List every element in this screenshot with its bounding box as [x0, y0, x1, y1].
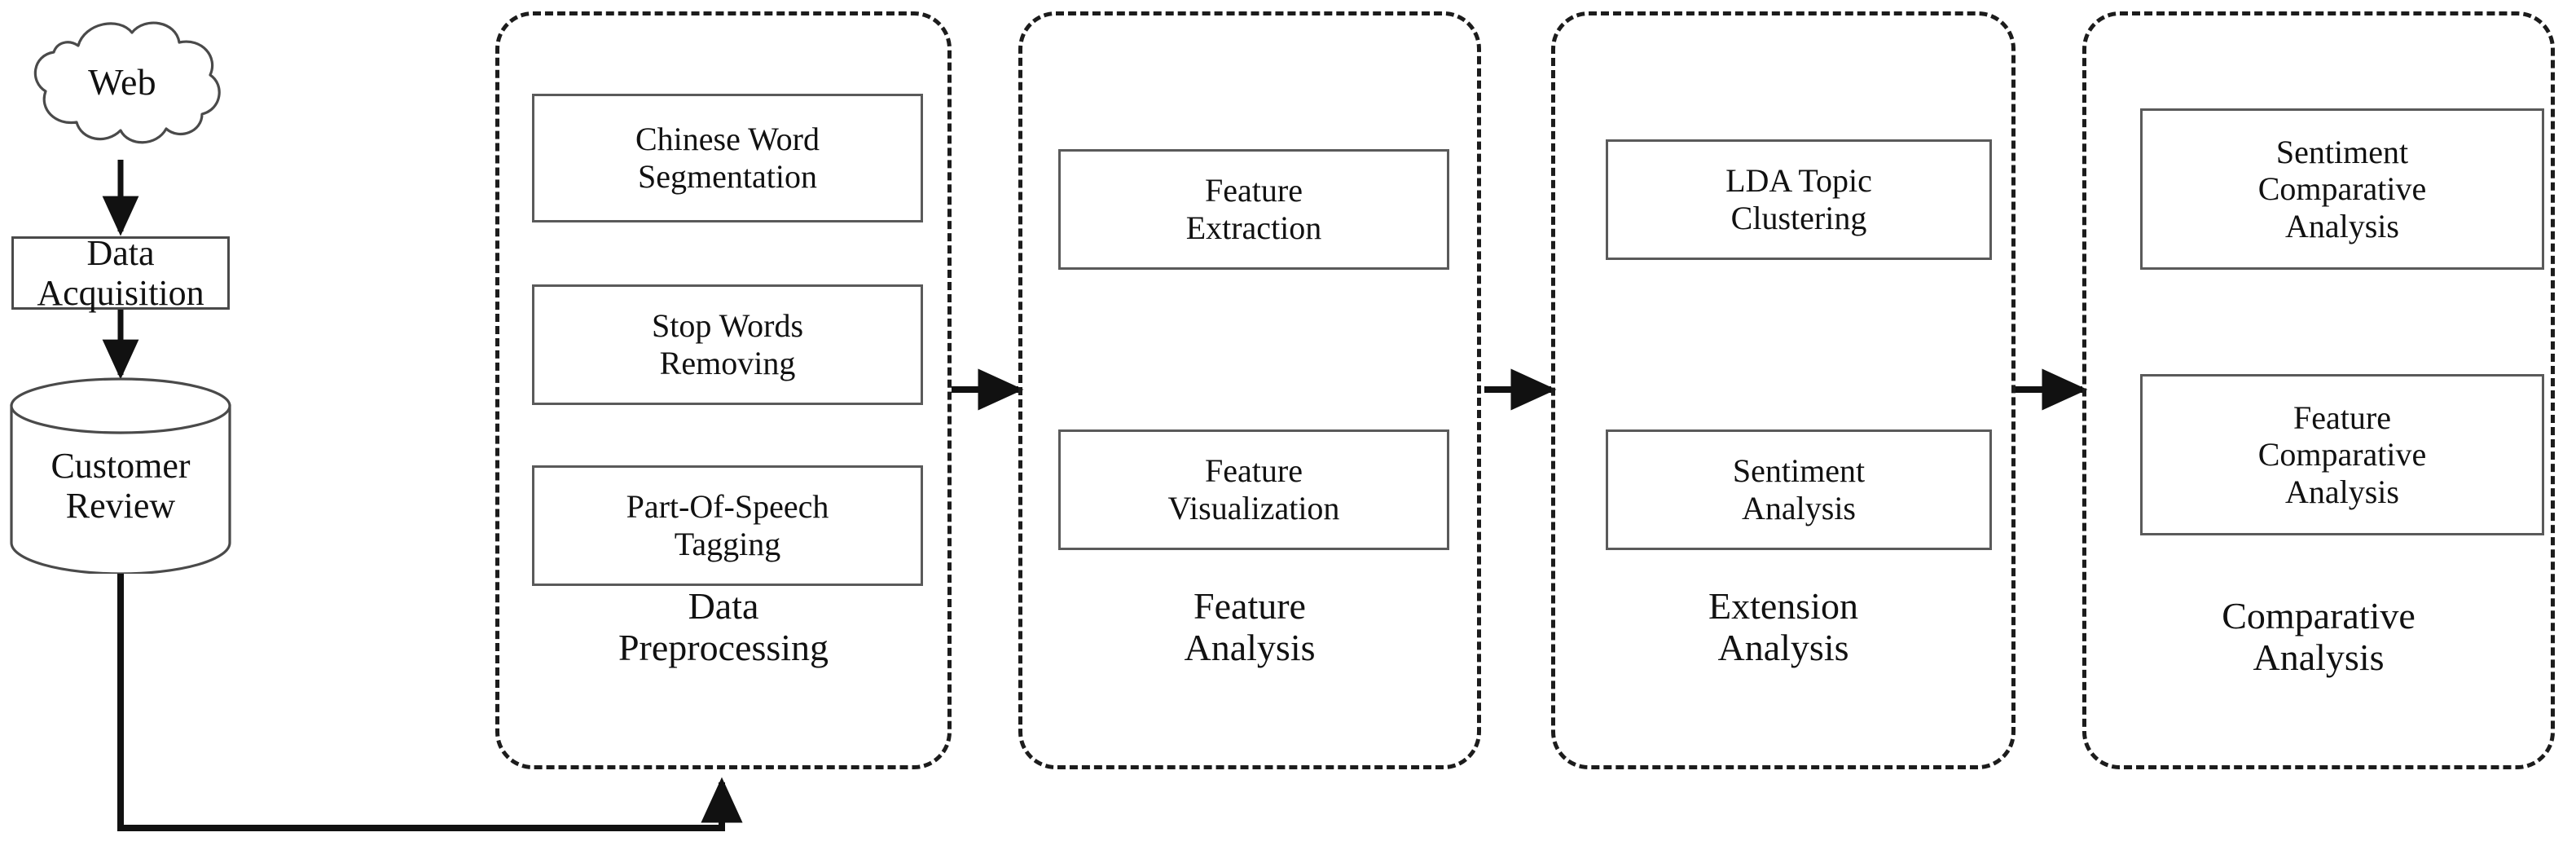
step-part-of-speech-tagging[interactable]: Part-Of-Speech Tagging — [532, 465, 923, 586]
data-acquisition-label: Data Acquisition — [37, 232, 204, 313]
web-cloud-label: Web — [88, 60, 156, 103]
customer-review-label: Customer Review — [51, 445, 191, 526]
stage-title-comparative-analysis: Comparative Analysis — [2222, 595, 2416, 678]
stage-title-extension-analysis: Extension Analysis — [1708, 585, 1858, 668]
step-label: Sentiment Comparative Analysis — [2257, 133, 2427, 244]
cylinder-body-icon — [10, 404, 231, 574]
stage-panel-extension-analysis[interactable]: LDA Topic Clustering Sentiment Analysis … — [1551, 11, 2016, 769]
data-acquisition-box[interactable]: Data Acquisition — [11, 233, 230, 313]
stage-panel-feature-analysis[interactable]: Feature Extraction Feature Visualization… — [1018, 11, 1481, 769]
stage-panel-comparative-analysis[interactable]: Sentiment Comparative Analysis Feature C… — [2082, 11, 2555, 769]
step-label: Feature Comparative Analysis — [2257, 399, 2427, 510]
cloud-icon — [33, 21, 221, 144]
step-feature-extraction[interactable]: Feature Extraction — [1058, 149, 1449, 270]
step-sentiment-comparative-analysis[interactable]: Sentiment Comparative Analysis — [2140, 108, 2544, 270]
step-label: Part-Of-Speech Tagging — [626, 488, 829, 562]
customer-review-store[interactable]: Customer Review — [8, 375, 233, 574]
step-label: Feature Extraction — [1185, 172, 1322, 246]
step-label: Sentiment Analysis — [1732, 452, 1866, 526]
step-sentiment-analysis[interactable]: Sentiment Analysis — [1606, 429, 1992, 550]
step-stop-words-removing[interactable]: Stop Words Removing — [532, 284, 923, 405]
step-label: Chinese Word Segmentation — [635, 121, 820, 195]
stage-panel-data-preprocessing[interactable]: Chinese Word Segmentation Stop Words Rem… — [495, 11, 952, 769]
step-chinese-word-segmentation[interactable]: Chinese Word Segmentation — [532, 94, 923, 222]
stage-title-data-preprocessing: Data Preprocessing — [618, 585, 829, 668]
step-label: Feature Visualization — [1167, 452, 1340, 526]
stage-title-feature-analysis: Feature Analysis — [1184, 585, 1316, 668]
web-cloud: Web — [16, 10, 228, 165]
step-lda-topic-clustering[interactable]: LDA Topic Clustering — [1606, 139, 1992, 260]
step-label: Stop Words Removing — [651, 307, 804, 381]
step-feature-visualization[interactable]: Feature Visualization — [1058, 429, 1449, 550]
cylinder-top-icon — [10, 377, 231, 434]
step-label: LDA Topic Clustering — [1725, 162, 1872, 236]
step-feature-comparative-analysis[interactable]: Feature Comparative Analysis — [2140, 374, 2544, 535]
